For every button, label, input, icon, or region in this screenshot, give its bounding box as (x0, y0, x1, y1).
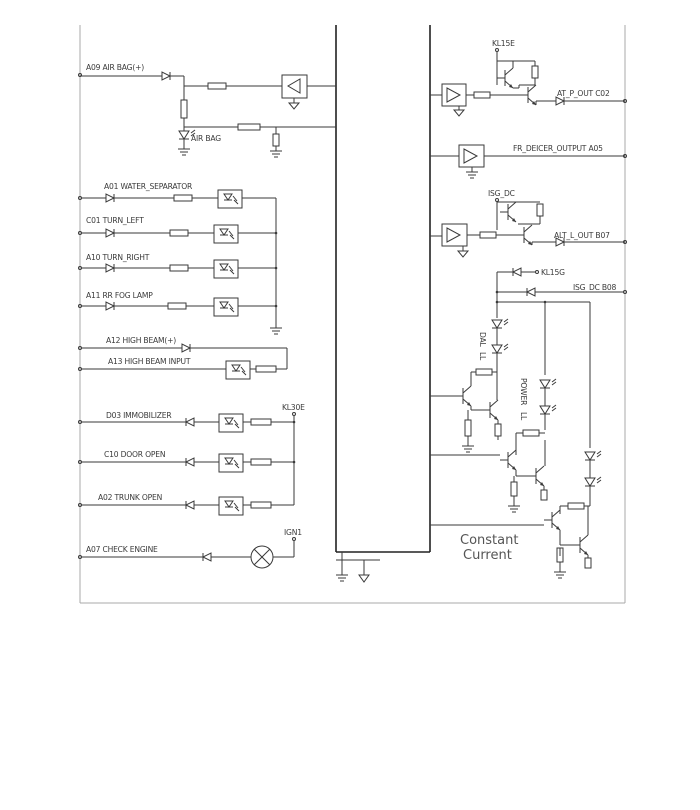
label-a01: A01 WATER_SEPARATOR (104, 182, 193, 191)
kl30e-input-group (78, 412, 296, 516)
label-a11: A11 RR FOG LAMP (86, 291, 153, 300)
label-a09: A09 AIR BAG(+) (86, 63, 144, 72)
label-power: POWER (519, 378, 528, 406)
outer-frame (79, 25, 626, 604)
label-a10: A10 TURN_RIGHT (86, 253, 150, 262)
label-b08: ISG_DC B08 (573, 283, 617, 292)
label-kl15g: KL15G (541, 268, 565, 277)
label-c01: C01 TURN_LEFT (86, 216, 144, 225)
label-isg-dc-top: ISG_DC (488, 189, 515, 198)
airbag-circuit (78, 71, 336, 158)
label-kl30e: KL30E (282, 403, 305, 412)
label-dal: DAL (478, 332, 487, 348)
label-current: Current (463, 548, 512, 563)
label-c02: AT_P_OUT C02 (557, 89, 610, 98)
label-constant: Constant (460, 533, 518, 548)
label-b07: ALT_L_OUT B07 (554, 231, 610, 240)
fr-deicer-driver (430, 144, 627, 179)
label-ll-2: LL (519, 412, 528, 421)
label-c10: C10 DOOR OPEN (104, 450, 165, 459)
high-beam-circuit (78, 343, 288, 380)
label-a02: A02 TRUNK OPEN (98, 493, 162, 502)
label-a07: A07 CHECK ENGINE (86, 545, 158, 554)
label-a13: A13 HIGH BEAM INPUT (108, 357, 191, 366)
label-airbag: AIR BAG (191, 134, 221, 143)
label-a05: FR_DEICER_OUTPUT A05 (513, 144, 603, 153)
label-kl15e: KL15E (492, 39, 515, 48)
label-a12: A12 HIGH BEAM(+) (106, 336, 176, 345)
alt-l-out-driver (430, 198, 627, 258)
label-ign1: IGN1 (284, 528, 302, 537)
label-ll: LL (478, 352, 487, 361)
at-p-out-driver (430, 48, 627, 117)
lamp-driver-section (430, 267, 627, 579)
check-engine-circuit (78, 537, 296, 569)
input-channels-group-1 (78, 189, 283, 335)
label-d03: D03 IMMOBILIZER (106, 411, 172, 420)
central-controller-block (335, 25, 431, 583)
